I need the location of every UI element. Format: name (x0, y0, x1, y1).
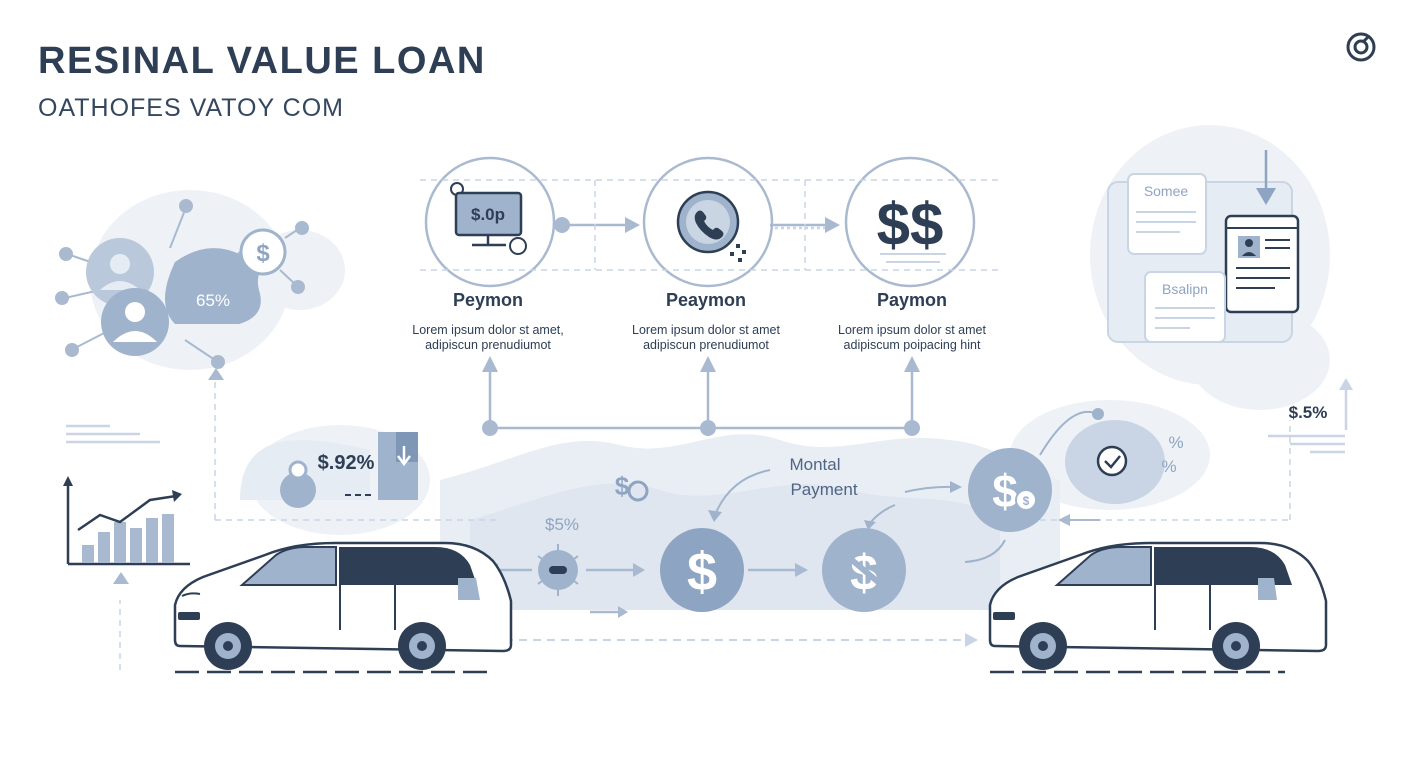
right-rate-label: $.5% (1289, 403, 1328, 422)
van-right (988, 541, 1328, 674)
coin-dollar-icon: $ (256, 240, 270, 267)
side-arrows (113, 368, 224, 584)
step-1-caption: Peymon Lorem ipsum dolor st amet, adipis… (358, 290, 618, 353)
step-1-circle: $.0p (424, 156, 556, 288)
step-2-desc-line2: adipiscun prenudiumot (643, 338, 769, 352)
step-3-circle: $$ (844, 156, 976, 288)
step-1-desc-line1: Lorem ipsum dolor st amet, (412, 323, 564, 337)
phone-icon (694, 210, 724, 240)
step-3-caption: Paymon Lorem ipsum dolor st amet adipisc… (782, 290, 1042, 353)
step-2-title: Peaymon (665, 290, 747, 310)
right-flow: % % $ $ (964, 408, 1184, 563)
dollar-coin-icon: $ (992, 465, 1018, 517)
settings-icon[interactable] (1344, 30, 1378, 64)
step-2-caption: Peaymon Lorem ipsum dolor st amet adipis… (576, 290, 836, 353)
card-bsalipn: Bsalipn (1144, 271, 1226, 343)
card-somee: Somee (1127, 173, 1207, 255)
rate-label: $5% (545, 515, 579, 534)
big-dollar-icon: $ (687, 542, 717, 602)
step-1-desc-line2: adipiscun prenudiumot (425, 338, 551, 352)
percent-top: % (1168, 433, 1183, 452)
card-bsalipn-title: Bsalipn (1162, 281, 1208, 297)
step-3-title: Paymon (876, 290, 948, 310)
van-left (173, 541, 513, 674)
value-panel: $.92% (240, 432, 418, 508)
step-3-dollar-icon: $$ (877, 191, 944, 258)
step-3-description: Lorem ipsum dolor st amet adipiscum poip… (782, 323, 1042, 353)
svg-text:$: $ (1023, 494, 1030, 508)
step-1-screen-text: $.0p (471, 205, 505, 224)
payment-flow: $5% $ $ $ Montal Payment (488, 455, 962, 618)
page-title: RESINAL VALUE LOAN (38, 40, 486, 82)
small-dollar-icon: $ (615, 471, 630, 501)
step-1-title: Peymon (452, 290, 524, 310)
cluster-percent-label: 65% (196, 291, 230, 310)
profile-window (1224, 214, 1300, 314)
step-3-desc-line2: adipiscum poipacing hint (843, 338, 981, 352)
bottom-arrow (495, 633, 978, 647)
card-somee-title: Somee (1144, 183, 1189, 199)
percent-bottom: % (1161, 457, 1176, 476)
step-2-circle (642, 156, 774, 288)
dashed-guides (119, 179, 1291, 670)
monthly-payment-label-1: Montal (789, 455, 840, 474)
page-subtitle: OATHOFES VATOY COM (38, 94, 345, 122)
step-1-description: Lorem ipsum dolor st amet, adipiscun pre… (358, 323, 618, 353)
step-connectors (482, 356, 920, 436)
step-2-description: Lorem ipsum dolor st amet adipiscun pren… (576, 323, 836, 353)
step-2-desc-line1: Lorem ipsum dolor st amet (632, 323, 780, 337)
monthly-payment-label-2: Payment (790, 480, 857, 499)
documents-illustration: Somee Bsalipn (1107, 150, 1300, 343)
step-3-desc-line1: Lorem ipsum dolor st amet (838, 323, 986, 337)
flow-arrows-top (554, 217, 840, 233)
value-panel-label: $.92% (318, 452, 375, 474)
right-decoration-lines (1268, 378, 1353, 454)
growth-chart-icon (63, 476, 190, 566)
people-network: 65% $ (55, 199, 309, 369)
left-decoration-lines (66, 424, 160, 444)
